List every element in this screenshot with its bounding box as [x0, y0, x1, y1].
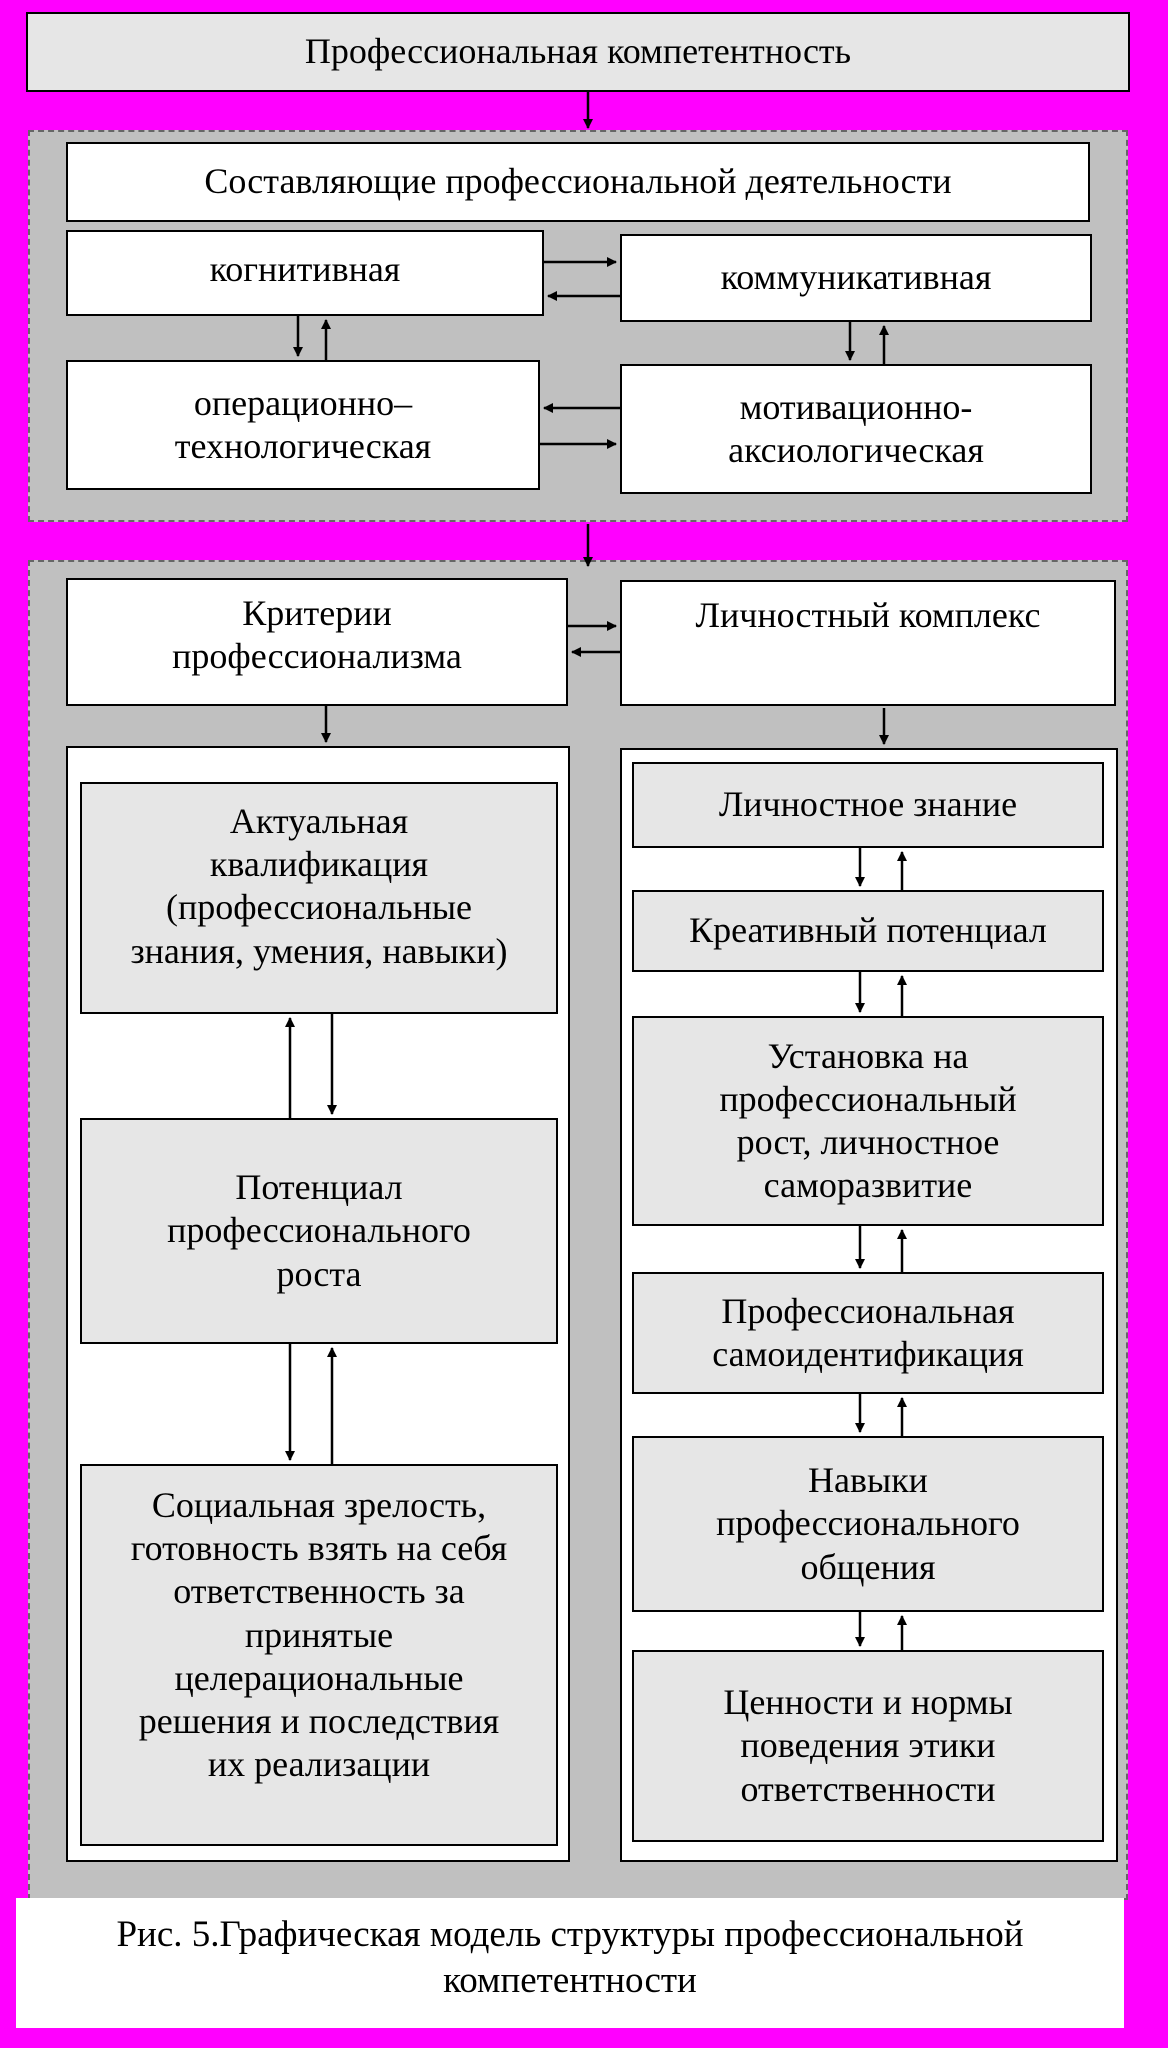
personal-item-text: Личностное знание — [718, 784, 1018, 825]
personal-item-text: Креативный потенциал — [689, 910, 1047, 951]
personal-item: Навыки профессионального общения — [632, 1436, 1104, 1612]
motivational-box: мотивационно- аксиологическая — [620, 364, 1092, 494]
criteria-title: Критерии профессионализма — [172, 593, 462, 677]
motivational-label: мотивационно- аксиологическая — [728, 386, 984, 470]
criteria-item-text: Актуальная квалификация (профессиональны… — [130, 801, 508, 971]
operational-label: операционно– технологическая — [174, 382, 432, 466]
personal-item: Креативный потенциал — [632, 890, 1104, 972]
criteria-item-text: Потенциал профессионального роста — [167, 1167, 471, 1294]
personal-item-text: Ценности и нормы поведения этики ответст… — [723, 1682, 1013, 1809]
header-title-box: Профессиональная компетентность — [26, 12, 1130, 92]
figure-caption: Рис. 5.Графическая модель структуры проф… — [16, 1898, 1124, 2028]
criteria-item-text: Социальная зрелость, готовность взять на… — [130, 1485, 508, 1785]
communicative-box: коммуникативная — [620, 234, 1092, 322]
operational-box: операционно– технологическая — [66, 360, 540, 490]
components-title-box: Составляющие профессиональной деятельнос… — [66, 142, 1090, 222]
cognitive-label: когнитивная — [209, 249, 401, 289]
personal-item: Установка на профессиональный рост, личн… — [632, 1016, 1104, 1226]
cognitive-box: когнитивная — [66, 230, 544, 316]
personal-item-text: Установка на профессиональный рост, личн… — [719, 1035, 1017, 1206]
figure-caption-text: Рис. 5.Графическая модель структуры проф… — [116, 1914, 1024, 2002]
personal-title-box: Личностный комплекс — [620, 580, 1116, 706]
criteria-item: Потенциал профессионального роста — [80, 1118, 558, 1344]
criteria-title-box: Критерии профессионализма — [66, 578, 568, 706]
personal-item: Профессиональная самоидентификация — [632, 1272, 1104, 1394]
criteria-item: Актуальная квалификация (профессиональны… — [80, 782, 558, 1014]
page-title: Профессиональная компетентность — [304, 31, 852, 72]
personal-item: Ценности и нормы поведения этики ответст… — [632, 1650, 1104, 1842]
communicative-label: коммуникативная — [720, 257, 992, 298]
personal-item-text: Навыки профессионального общения — [716, 1460, 1020, 1587]
personal-item-text: Профессиональная самоидентификация — [712, 1290, 1024, 1374]
components-title: Составляющие профессиональной деятельнос… — [204, 161, 952, 202]
personal-item: Личностное знание — [632, 762, 1104, 848]
personal-title: Личностный комплекс — [695, 595, 1041, 635]
criteria-item: Социальная зрелость, готовность взять на… — [80, 1464, 558, 1846]
